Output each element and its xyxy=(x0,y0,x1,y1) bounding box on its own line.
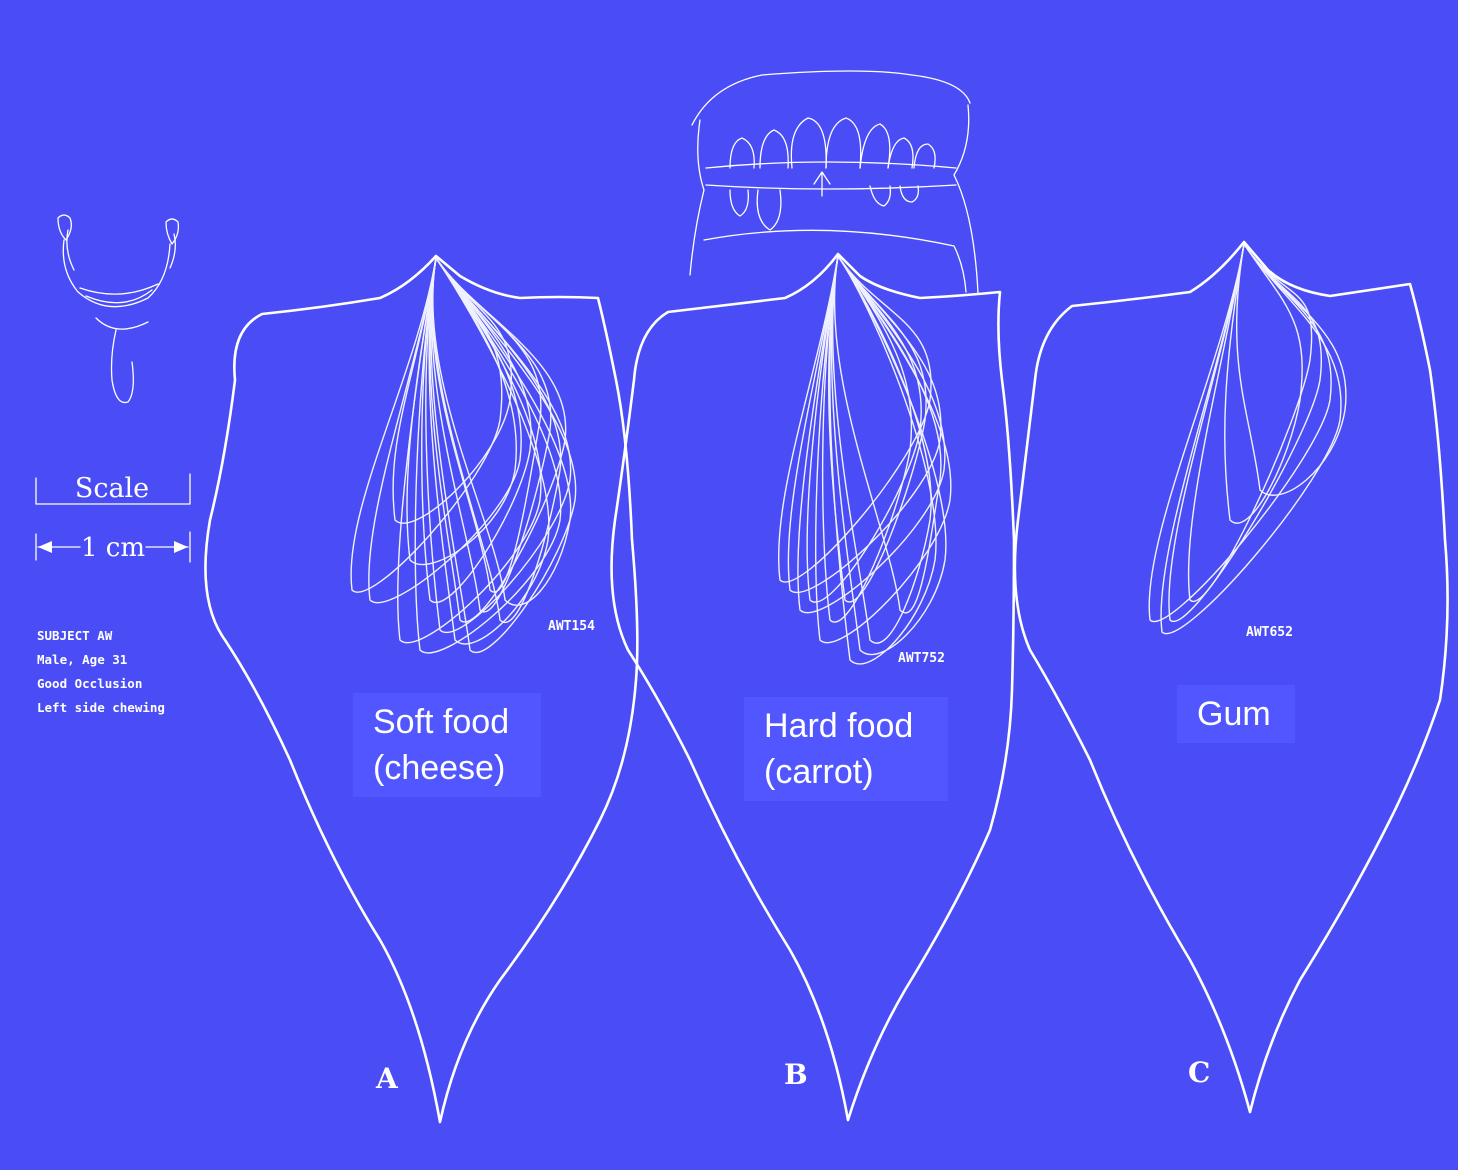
subject-info-line: Male, Age 31 xyxy=(37,652,127,667)
chewing-cycle-stroke xyxy=(1169,244,1321,621)
panel-c-envelope xyxy=(1015,242,1448,1112)
panel-c-letter: C xyxy=(1188,1056,1210,1089)
chewing-cycle-stroke xyxy=(426,258,571,632)
panel-a-code: AWT154 xyxy=(548,619,595,634)
panel-a-label: Soft food (cheese) xyxy=(353,693,541,797)
scale-length: 1 cm xyxy=(81,533,145,563)
chewing-cycle-stroke xyxy=(779,256,931,582)
chewing-cycle-stroke xyxy=(393,258,511,523)
scale-bar: Scale 1 cm xyxy=(36,473,190,563)
subject-info-line: SUBJECT AW xyxy=(37,628,113,643)
panel-b-code: AWT752 xyxy=(898,651,945,666)
chewing-cycle-stroke xyxy=(1237,244,1346,495)
subject-info-line: Good Occlusion xyxy=(37,676,142,691)
mandible-sketch xyxy=(58,215,178,403)
chewing-cycle-stroke xyxy=(1149,244,1331,622)
panel-b-chewing-strokes xyxy=(779,256,951,664)
scale-title: Scale xyxy=(75,473,149,504)
panel-b-label: Hard food (carrot) xyxy=(744,697,948,801)
subject-info-line: Left side chewing xyxy=(37,700,165,715)
panel-c-chewing-strokes xyxy=(1149,244,1346,634)
panel-c-label: Gum xyxy=(1177,685,1295,743)
panel-c-code: AWT652 xyxy=(1246,625,1293,640)
chewing-cycle-stroke xyxy=(369,258,521,603)
panel-b-letter: B xyxy=(784,1058,808,1091)
subject-info: SUBJECT AW Male, Age 31 Good Occlusion L… xyxy=(37,628,165,715)
chewing-cycle-stroke xyxy=(398,258,541,643)
panel-a-chewing-strokes xyxy=(351,258,576,653)
panel-a-letter: A xyxy=(375,1062,399,1095)
